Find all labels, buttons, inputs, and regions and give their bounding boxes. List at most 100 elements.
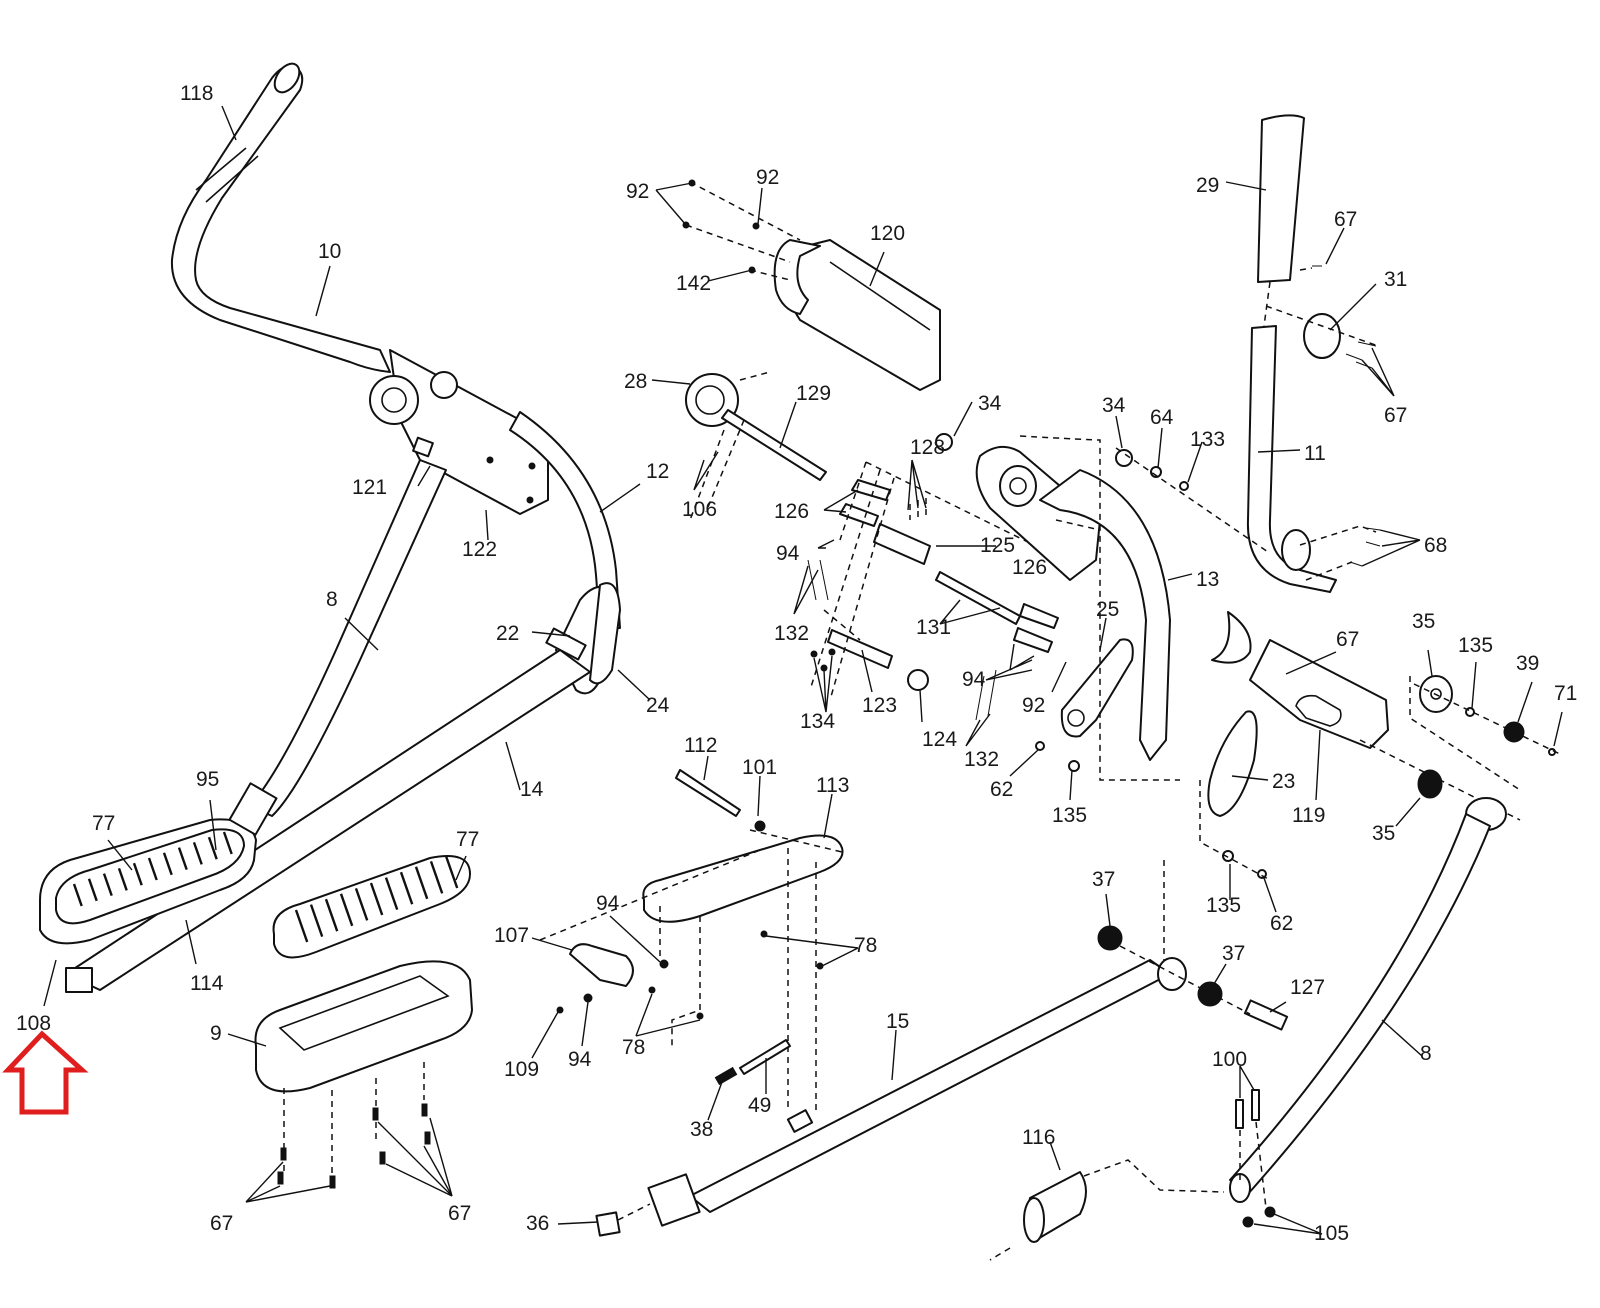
- label-127: 127: [1290, 976, 1325, 999]
- label-135-a: 135: [1052, 804, 1087, 827]
- label-38: 38: [690, 1118, 713, 1141]
- label-37-b: 37: [1222, 942, 1245, 965]
- label-77-right: 77: [456, 828, 479, 851]
- housing-119: [1211, 611, 1389, 801]
- end-caps: [557, 1065, 1323, 1261]
- arm-housing-120: [655, 179, 941, 391]
- label-92-a: 92: [626, 180, 649, 203]
- label-119: 119: [1292, 804, 1325, 827]
- label-29: 29: [1196, 174, 1219, 197]
- label-67-grip: 67: [1334, 208, 1357, 231]
- label-62-a: 62: [990, 778, 1013, 801]
- arm-pivot-housing-122: [369, 349, 549, 515]
- pedal-rib: [429, 861, 444, 894]
- label-101: 101: [742, 756, 777, 779]
- label-31: 31: [1384, 268, 1407, 291]
- highlight-arrow: [2, 1030, 89, 1115]
- label-35-a: 35: [1412, 610, 1435, 633]
- pulley-assembly: [1359, 649, 1563, 827]
- label-94-a: 94: [776, 542, 800, 565]
- pedal-rib: [177, 847, 188, 870]
- label-64: 64: [1150, 406, 1174, 429]
- label-126-b: 126: [1012, 556, 1047, 579]
- pedal-rib: [324, 898, 339, 932]
- washer-bolt-135-62: [1199, 780, 1277, 913]
- pedal-rib: [132, 862, 143, 886]
- pedal-rib: [384, 877, 399, 910]
- label-15: 15: [886, 1010, 909, 1033]
- label-128: 128: [910, 436, 945, 459]
- pedal-rib: [399, 871, 414, 905]
- label-13: 13: [1196, 568, 1219, 591]
- label-135-b: 135: [1458, 634, 1493, 657]
- label-94-b: 94: [962, 668, 986, 691]
- pedal-rib: [207, 836, 218, 860]
- label-142: 142: [676, 272, 711, 295]
- label-36: 36: [526, 1212, 549, 1235]
- upper-arm-10: [170, 62, 391, 373]
- label-9: 9: [210, 1022, 222, 1045]
- label-109: 109: [504, 1058, 539, 1081]
- pedal-rib: [147, 857, 158, 881]
- label-118: 118: [180, 82, 213, 105]
- label-114: 114: [190, 972, 224, 995]
- label-12: 12: [646, 460, 669, 483]
- label-112: 112: [684, 734, 717, 757]
- label-108: 108: [16, 1012, 51, 1035]
- pedal-rib: [369, 882, 384, 916]
- handlebar-11-grip-29: [1225, 114, 1421, 593]
- label-8-left: 8: [326, 588, 338, 611]
- label-67-cap: 67: [1384, 404, 1407, 427]
- plate-113: [539, 755, 844, 1110]
- part-labels: 118 10 121 122 12 8 22 24 14 95 77 77 11…: [16, 82, 1577, 1245]
- label-24: 24: [646, 694, 670, 717]
- pedal-rib: [444, 855, 459, 889]
- label-132-a: 132: [774, 622, 809, 645]
- pedal-base-9: [254, 960, 473, 1093]
- pedal-left: [39, 782, 278, 945]
- lower-leg-8-right: [1229, 797, 1507, 1203]
- plate-25: [1060, 617, 1134, 738]
- label-34-a: 34: [978, 392, 1002, 415]
- label-67-base-right: 67: [448, 1202, 471, 1225]
- label-94-c: 94: [596, 892, 620, 915]
- pedal-rib: [294, 909, 309, 943]
- pedal-rib: [87, 878, 98, 902]
- label-71: 71: [1554, 682, 1577, 705]
- pedal-rib: [72, 883, 83, 907]
- label-68: 68: [1424, 534, 1447, 557]
- label-67-housing: 67: [1336, 628, 1359, 651]
- lower-leg-8-left: [249, 459, 447, 817]
- label-100: 100: [1212, 1048, 1247, 1071]
- label-107: 107: [494, 924, 529, 947]
- label-129: 129: [796, 382, 831, 405]
- label-135-c: 135: [1206, 894, 1241, 917]
- label-113: 113: [816, 774, 849, 797]
- label-34-b: 34: [1102, 394, 1126, 417]
- label-11: 11: [1304, 442, 1326, 465]
- label-92-c: 92: [1022, 694, 1045, 717]
- label-78-a: 78: [622, 1036, 645, 1059]
- pedal-rib: [414, 866, 429, 900]
- label-10: 10: [318, 240, 341, 263]
- label-77-left: 77: [92, 812, 115, 835]
- label-133: 133: [1190, 428, 1225, 451]
- label-67-base-left: 67: [210, 1212, 233, 1235]
- label-125: 125: [980, 534, 1015, 557]
- upright-13: [1019, 435, 1193, 781]
- label-120: 120: [870, 222, 905, 245]
- label-14: 14: [520, 778, 544, 801]
- label-49: 49: [748, 1094, 771, 1117]
- pedal-rib: [354, 888, 369, 921]
- label-105: 105: [1314, 1222, 1349, 1245]
- fasteners-107-94-109-78: [531, 915, 859, 1059]
- label-28: 28: [624, 370, 647, 393]
- pedal-rib: [162, 852, 173, 876]
- pedal-pad-77: [272, 855, 471, 959]
- crossbar-15: [647, 860, 1289, 1227]
- pedal-rib: [192, 842, 203, 865]
- label-92-b: 92: [756, 166, 779, 189]
- label-131: 131: [916, 616, 951, 639]
- label-94-d: 94: [568, 1048, 592, 1071]
